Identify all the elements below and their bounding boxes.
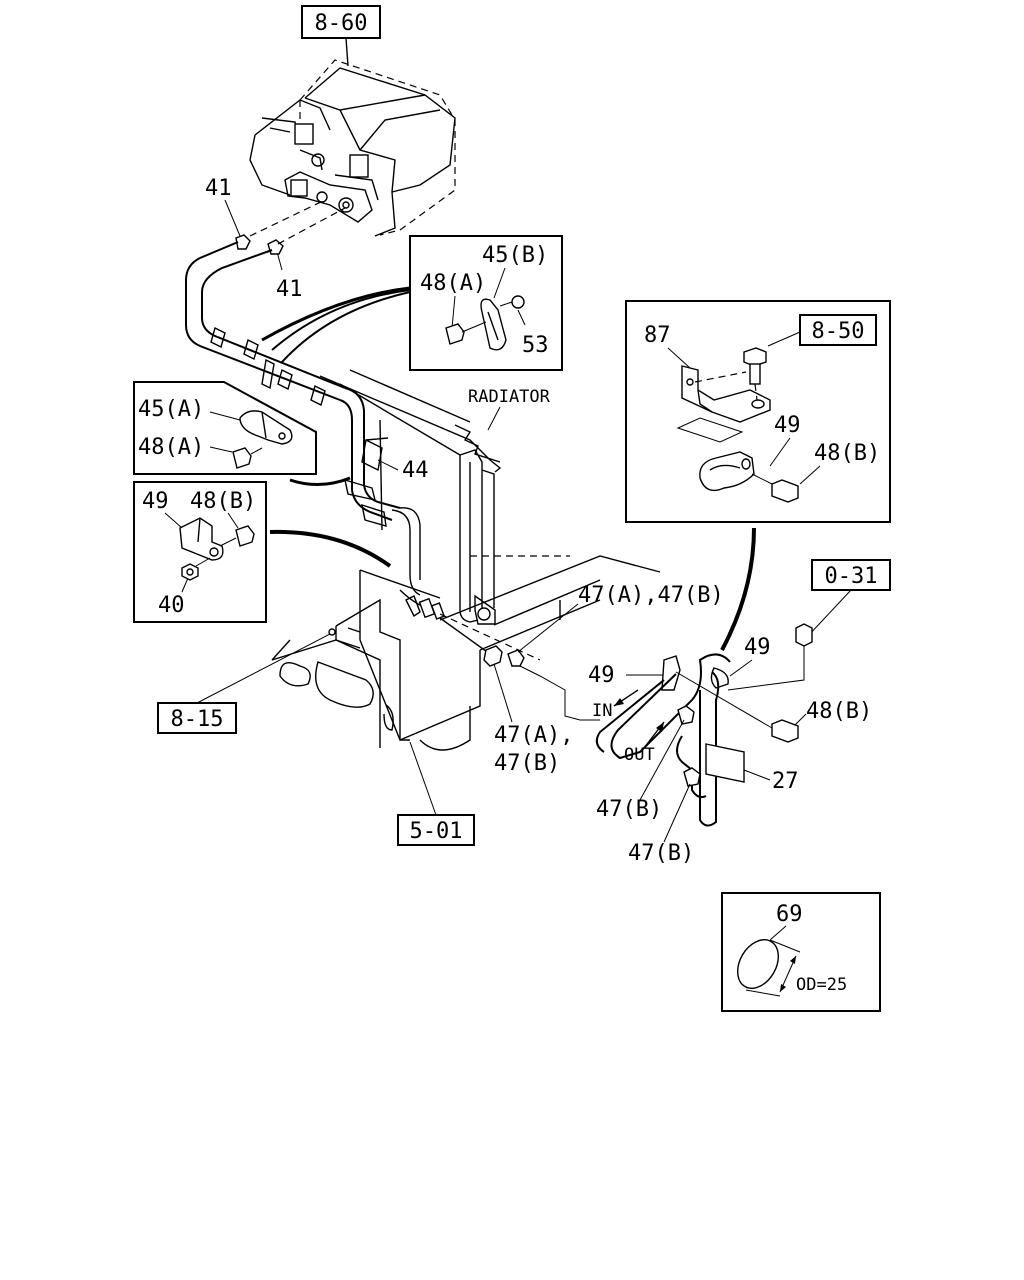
label-44[interactable]: 44 bbox=[402, 458, 429, 483]
label-47b-b[interactable]: 47(B) bbox=[628, 841, 694, 866]
ref-box-5-01[interactable] bbox=[397, 814, 475, 846]
label-27[interactable]: 27 bbox=[772, 769, 799, 794]
ref-box-0-31[interactable] bbox=[811, 559, 891, 591]
inset-box-69[interactable] bbox=[721, 892, 881, 1012]
label-48b-mid[interactable]: 48(B) bbox=[806, 699, 872, 724]
ref-label-8-50[interactable]: 8-50 bbox=[812, 319, 865, 344]
ref-box-8-50[interactable] bbox=[799, 314, 877, 346]
bolt-0-31[interactable] bbox=[795, 623, 813, 647]
inset-plug-69: 69 OD=25 bbox=[721, 892, 881, 1012]
clamp-47b-a[interactable] bbox=[677, 705, 695, 725]
label-in[interactable]: IN bbox=[592, 701, 612, 721]
clip-45b-part[interactable] bbox=[480, 298, 507, 351]
inset-bracket-49-left: 49 48(B) 40 bbox=[133, 481, 392, 623]
label-40[interactable]: 40 bbox=[158, 593, 185, 618]
inset-clip-45a: 45(A) 48(A) bbox=[133, 381, 351, 486]
label-69[interactable]: 69 bbox=[776, 902, 803, 927]
label-47b-a[interactable]: 47(B) bbox=[596, 797, 662, 822]
label-49-mid-a[interactable]: 49 bbox=[588, 663, 615, 688]
bolt-48b-left[interactable] bbox=[235, 525, 255, 547]
label-48b-left[interactable]: 48(B) bbox=[190, 489, 256, 514]
tag-27[interactable] bbox=[705, 743, 745, 783]
bolt-48a-inset[interactable] bbox=[445, 323, 465, 345]
in-arrow-icon bbox=[614, 698, 624, 706]
label-45a[interactable]: 45(A) bbox=[138, 397, 204, 422]
out-arrow-icon bbox=[656, 722, 664, 732]
inset-box-45a[interactable] bbox=[133, 381, 317, 475]
label-41-top[interactable]: 41 bbox=[205, 176, 232, 201]
label-41-bottom[interactable]: 41 bbox=[276, 277, 303, 302]
ref-label-8-15[interactable]: 8-15 bbox=[171, 707, 224, 732]
washer-53[interactable] bbox=[511, 295, 525, 309]
label-45b[interactable]: 45(B) bbox=[482, 243, 548, 268]
bracket-49-left-part[interactable] bbox=[179, 517, 224, 561]
radiator-body: RADIATOR 44 bbox=[319, 369, 570, 625]
ref-label-5-01[interactable]: 5-01 bbox=[410, 819, 463, 844]
label-48a-inset[interactable]: 48(A) bbox=[420, 271, 486, 296]
clamp-47-a[interactable] bbox=[483, 645, 503, 667]
label-49-left[interactable]: 49 bbox=[142, 489, 169, 514]
top-tank-assembly: 8-60 bbox=[249, 5, 456, 237]
label-49-inset-right[interactable]: 49 bbox=[774, 413, 801, 438]
label-47ab-bottom-1[interactable]: 47(A), bbox=[494, 723, 573, 748]
label-87[interactable]: 87 bbox=[644, 323, 671, 348]
hose-41: 41 41 bbox=[185, 176, 421, 596]
nut-40[interactable] bbox=[181, 563, 199, 581]
ref-box-8-60[interactable] bbox=[301, 5, 381, 39]
label-49-mid-b[interactable]: 49 bbox=[744, 635, 771, 660]
clamp-47-b[interactable] bbox=[507, 649, 525, 667]
clamp-41-a[interactable] bbox=[235, 234, 251, 250]
bolt-48b-mid[interactable] bbox=[771, 719, 799, 743]
label-47ab-bottom-2[interactable]: 47(B) bbox=[494, 751, 560, 776]
plug-69-part[interactable] bbox=[729, 932, 786, 995]
ref-label-0-31[interactable]: 0-31 bbox=[825, 564, 878, 589]
frame-crossmember: 8-15 5-01 bbox=[157, 555, 661, 846]
bolt-48a-left[interactable] bbox=[232, 447, 252, 469]
inset-bracket-87: 87 8-50 49 48(B) bbox=[625, 300, 891, 651]
label-radiator[interactable]: RADIATOR bbox=[468, 387, 551, 407]
hose-clamps-47: 47(A),47(B) 47(A), 47(B) bbox=[399, 583, 724, 776]
clamp-47b-b[interactable] bbox=[683, 767, 701, 787]
label-out[interactable]: OUT bbox=[624, 745, 655, 765]
label-48a-left[interactable]: 48(A) bbox=[138, 435, 204, 460]
bracket-87-part[interactable] bbox=[681, 365, 771, 423]
hoses-in-out: 0-31 49 49 48(B) IN OUT 27 47(B) 47(B) bbox=[588, 559, 891, 866]
bracket-49-mid[interactable] bbox=[661, 655, 681, 691]
label-47ab-top[interactable]: 47(A),47(B) bbox=[578, 583, 724, 608]
label-53[interactable]: 53 bbox=[522, 333, 549, 358]
inset-clip-45b: 45(B) 48(A) 53 bbox=[261, 235, 563, 371]
label-od[interactable]: OD=25 bbox=[796, 975, 847, 995]
ref-box-8-15[interactable] bbox=[157, 702, 237, 734]
bolt-48b-inset[interactable] bbox=[771, 479, 799, 503]
ref-label-8-60[interactable]: 8-60 bbox=[315, 11, 368, 36]
label-48b-inset-right[interactable]: 48(B) bbox=[814, 441, 880, 466]
clip-49-mid[interactable] bbox=[710, 667, 729, 689]
bolt-8-50[interactable] bbox=[743, 347, 767, 367]
clip-49-inset-part[interactable] bbox=[699, 451, 755, 492]
